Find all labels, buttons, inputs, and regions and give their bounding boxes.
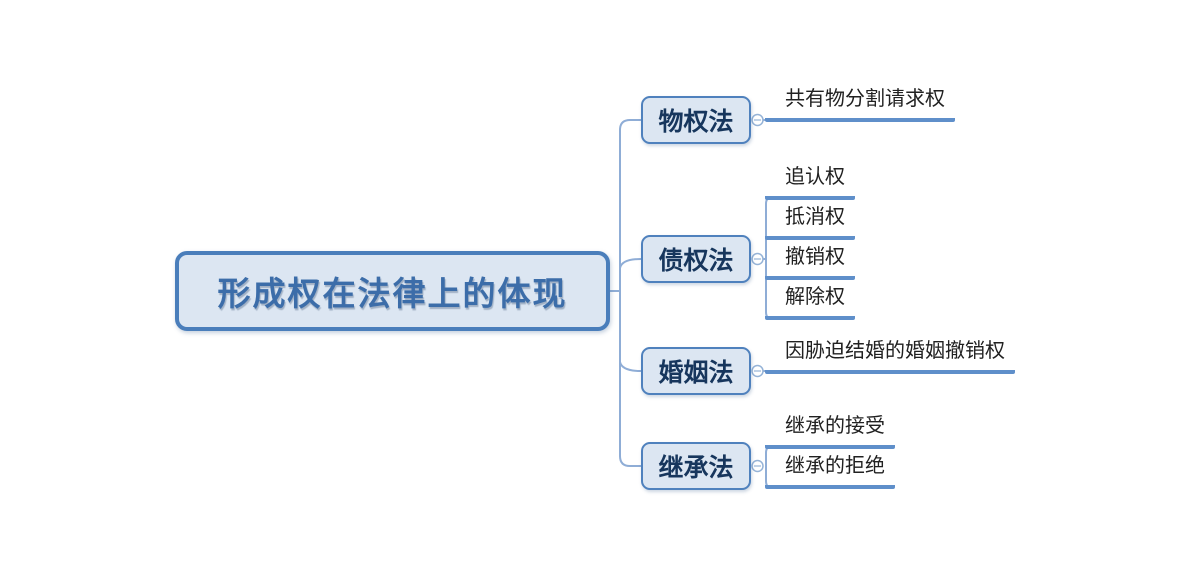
leaf-topic[interactable]: 追认权 [765, 162, 855, 200]
leaf-topic[interactable]: 继承的拒绝 [765, 451, 895, 489]
leaf-topic[interactable]: 抵消权 [765, 202, 855, 240]
leaf-topic[interactable]: 撤销权 [765, 242, 855, 280]
leaf-topic[interactable]: 继承的接受 [765, 411, 895, 449]
collapse-toggle-icon[interactable] [751, 113, 764, 127]
leaf-topic[interactable]: 因胁迫结婚的婚姻撤销权 [765, 336, 1015, 374]
collapse-toggle-icon[interactable] [751, 252, 764, 266]
branch-topic-label: 物权法 [658, 108, 734, 136]
elbow-wuquanfa [619, 119, 642, 131]
branch-topic-zhaiquanfa[interactable]: 债权法 [641, 235, 751, 283]
branch-topic-jichengfa[interactable]: 继承法 [641, 442, 751, 490]
branch-topic-label: 继承法 [658, 454, 734, 482]
branch-topic-label: 婚姻法 [658, 359, 734, 387]
collapse-toggles [751, 113, 764, 473]
leaf-topic[interactable]: 共有物分割请求权 [765, 84, 955, 122]
elbow-hunyinfa [619, 361, 642, 372]
elbow-zhaiquanfa [619, 258, 642, 269]
root-topic-label: 形成权在法律上的体现 [217, 275, 568, 312]
collapse-toggle-icon[interactable] [751, 364, 764, 378]
branch-topic-hunyinfa[interactable]: 婚姻法 [641, 347, 751, 395]
leaf-topic[interactable]: 解除权 [765, 282, 855, 320]
branch-connector-paths [609, 119, 771, 488]
collapse-toggle-icon[interactable] [751, 459, 764, 473]
elbow-jichengfa [619, 455, 642, 467]
branch-topic-wuquanfa[interactable]: 物权法 [641, 96, 751, 144]
root-topic[interactable]: 形成权在法律上的体现 [175, 251, 610, 331]
branch-topic-label: 债权法 [658, 247, 734, 275]
